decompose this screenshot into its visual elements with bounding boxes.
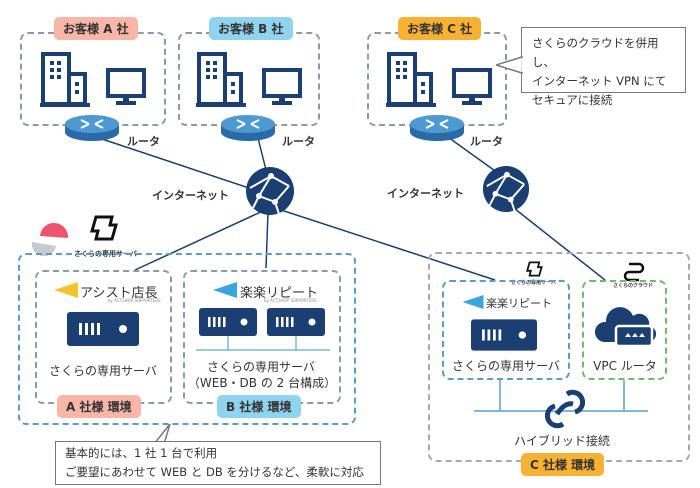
building-icon [386, 52, 436, 107]
env-a-badge: A 社様 環境 [57, 395, 141, 418]
hybrid-label: ハイブリッド接続 [514, 434, 610, 448]
building-icon [196, 52, 246, 107]
callout-bottom: 基本的には、1 社 1 台で利用 ご要望にあわせて WEB と DB を分けるな… [55, 441, 381, 485]
env-b-server-sub: （WEB・DB の 2 台構成） [187, 376, 337, 390]
env-b-badge: B 社様 環境 [217, 395, 301, 418]
env-b-server-label: さくらの専用サーバ [207, 360, 315, 374]
customer-b-badge: お客様 B 社 [209, 17, 293, 40]
vpc-box [582, 280, 667, 380]
router-c-label: ルータ [470, 135, 503, 148]
callout-c: さくらのクラウドを併用し、 インターネット VPN にて セキュアに接続 [521, 27, 686, 107]
router-icon [221, 115, 275, 141]
env-c-server-box [442, 280, 570, 380]
rakuraku-logo-text-c: 楽楽リピート [486, 297, 552, 310]
server-icon [471, 319, 537, 351]
internet-label-1: インターネット [152, 189, 229, 202]
rakuraku-logo-icon [462, 295, 484, 309]
vpc-cloud-icon [595, 307, 656, 348]
rakuraku-logo-sub: by ACTSHOP SUPPORTERS [264, 298, 317, 303]
link-router-b-internet [257, 137, 267, 171]
env-c-server-label: さくらの専用サーバ [452, 359, 560, 373]
server-icon [67, 312, 139, 346]
rakuraku-logo-icon [213, 282, 237, 298]
dedicated-server-logo-icon [526, 261, 543, 277]
link-router-a-internet [89, 134, 256, 191]
sakura-dedicated-area [18, 253, 356, 425]
server-icon [267, 308, 325, 336]
internet-label-2: インターネット [387, 187, 464, 200]
router-icon [410, 115, 464, 141]
hybrid-connection-icon [545, 389, 585, 429]
callout-c-line-2: インターネット VPN にて [532, 74, 667, 88]
internet-globe-icon [482, 165, 530, 213]
router-icon [65, 115, 119, 141]
monitor-icon [106, 68, 146, 105]
link-internet-env-c [274, 207, 496, 281]
cloud-logo-icon [623, 262, 645, 282]
rakuraku-logo-text: 楽楽リピート [240, 286, 319, 301]
link-internet2-vpc [509, 204, 606, 281]
link-internet-env-b [265, 211, 269, 269]
env-c-badge: C 社様 環境 [521, 453, 605, 476]
assist-logo-icon [54, 282, 78, 298]
building-icon [40, 52, 90, 107]
router-a-label: ルータ [127, 135, 160, 148]
callout-bottom-line-2: ご要望にあわせて WEB と DB を分けるなど、柔軟に対応 [65, 465, 364, 479]
customer-c-badge: お客様 C 社 [398, 17, 482, 40]
vpc-router-label: VPC ルータ [593, 359, 657, 373]
customer-a-badge: お客様 A 社 [54, 17, 138, 40]
callout-bottom-line-1: 基本的には、1 社 1 台で利用 [65, 446, 218, 460]
monitor-icon [262, 68, 302, 105]
cloud-logo-text: さくらのクラウド [613, 283, 654, 289]
assist-logo-sub: by ACTSHOP SUPPORTERS [108, 298, 161, 303]
internet-globe-icon [246, 167, 294, 215]
callout-c-line-1: さくらのクラウドを併用し、 [532, 36, 659, 69]
env-a-server-label: さくらの専用サーバ [49, 364, 157, 378]
dedicated-server-logo-icon [90, 215, 118, 241]
sakura-logo-icon [31, 222, 69, 256]
dedicated-server-logo-text-c: さくらの専用サーバ [511, 280, 556, 286]
callout-c-line-3: セキュアに接続 [532, 93, 613, 107]
monitor-icon [452, 68, 492, 105]
assist-logo-text: アシスト店長 [80, 286, 158, 301]
router-b-label: ルータ [282, 135, 315, 148]
callout-c-pointer [496, 55, 523, 75]
server-icon [199, 308, 257, 336]
link-internet-env-a [134, 209, 266, 271]
